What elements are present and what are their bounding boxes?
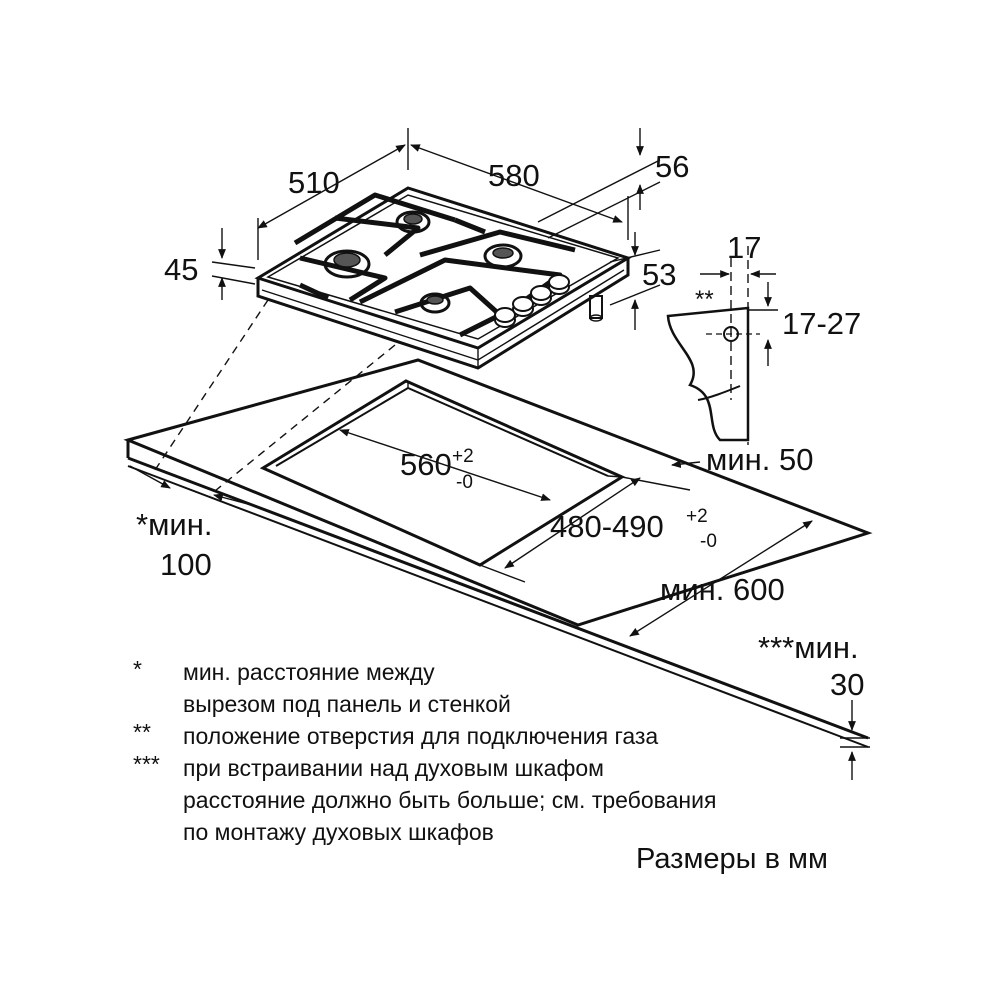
burner-rear-right (483, 243, 523, 269)
dim-gas-offset-v: 17-27 (782, 306, 861, 341)
knob-3 (530, 285, 552, 306)
note-1-line-2: вырезом под панель и стенкой (183, 691, 511, 717)
note-1-marker: * (133, 656, 142, 682)
dim-lines (129, 128, 870, 780)
projection-lines (154, 299, 396, 496)
dim-min-below-line1: ***мин. (758, 630, 859, 665)
dim-hob-width: 580 (488, 158, 540, 193)
dim-gas-height: 53 (642, 257, 676, 292)
control-knobs (494, 274, 570, 328)
burner-front-right (419, 292, 451, 314)
dim-cutout-depth-tol-upper: +2 (686, 506, 708, 527)
dim-cutout-width-tol-lower: -0 (456, 472, 473, 493)
dim-rear-offset: 56 (655, 149, 689, 184)
note-3-line-2: расстояние должно быть больше; см. требо… (183, 787, 716, 813)
knob-4 (548, 274, 570, 295)
note-2-marker: ** (133, 719, 151, 745)
footnotes: * мин. расстояние между вырезом под пане… (133, 656, 716, 845)
dim-cutout-width-tol-upper: +2 (452, 446, 474, 467)
note-1-line-1: мин. расстояние между (183, 659, 435, 685)
gas-connection-detail (666, 246, 778, 445)
dim-min-side-line2: 100 (160, 547, 212, 582)
units-caption: Размеры в мм (636, 843, 828, 875)
dim-min-depth: мин. 600 (660, 572, 785, 607)
dim-min-side-line1: *мин. (136, 507, 212, 542)
gas-marker: ** (695, 286, 714, 313)
burner-front-left (323, 249, 371, 279)
note-2-line-1: положение отверстия для подключения газа (183, 723, 658, 749)
dim-min-below-line2: 30 (830, 667, 864, 702)
burners (323, 210, 523, 314)
dim-hob-height: 45 (164, 252, 198, 287)
dim-gas-offset-h: 17 (727, 230, 761, 265)
note-3-marker: *** (133, 751, 160, 777)
note-3-line-1: при встраивании над духовым шкафом (183, 755, 604, 781)
knob-1 (494, 307, 516, 328)
dim-cutout-width: 560 (400, 447, 452, 482)
dim-cutout-depth-tol-lower: -0 (700, 531, 717, 552)
knob-2 (512, 296, 534, 317)
dim-cutout-depth: 480-490 (550, 509, 664, 544)
dim-min-rear: мин. 50 (706, 442, 813, 477)
note-3-line-3: по монтажу духовых шкафов (183, 819, 494, 845)
dim-hob-depth: 510 (288, 165, 340, 200)
